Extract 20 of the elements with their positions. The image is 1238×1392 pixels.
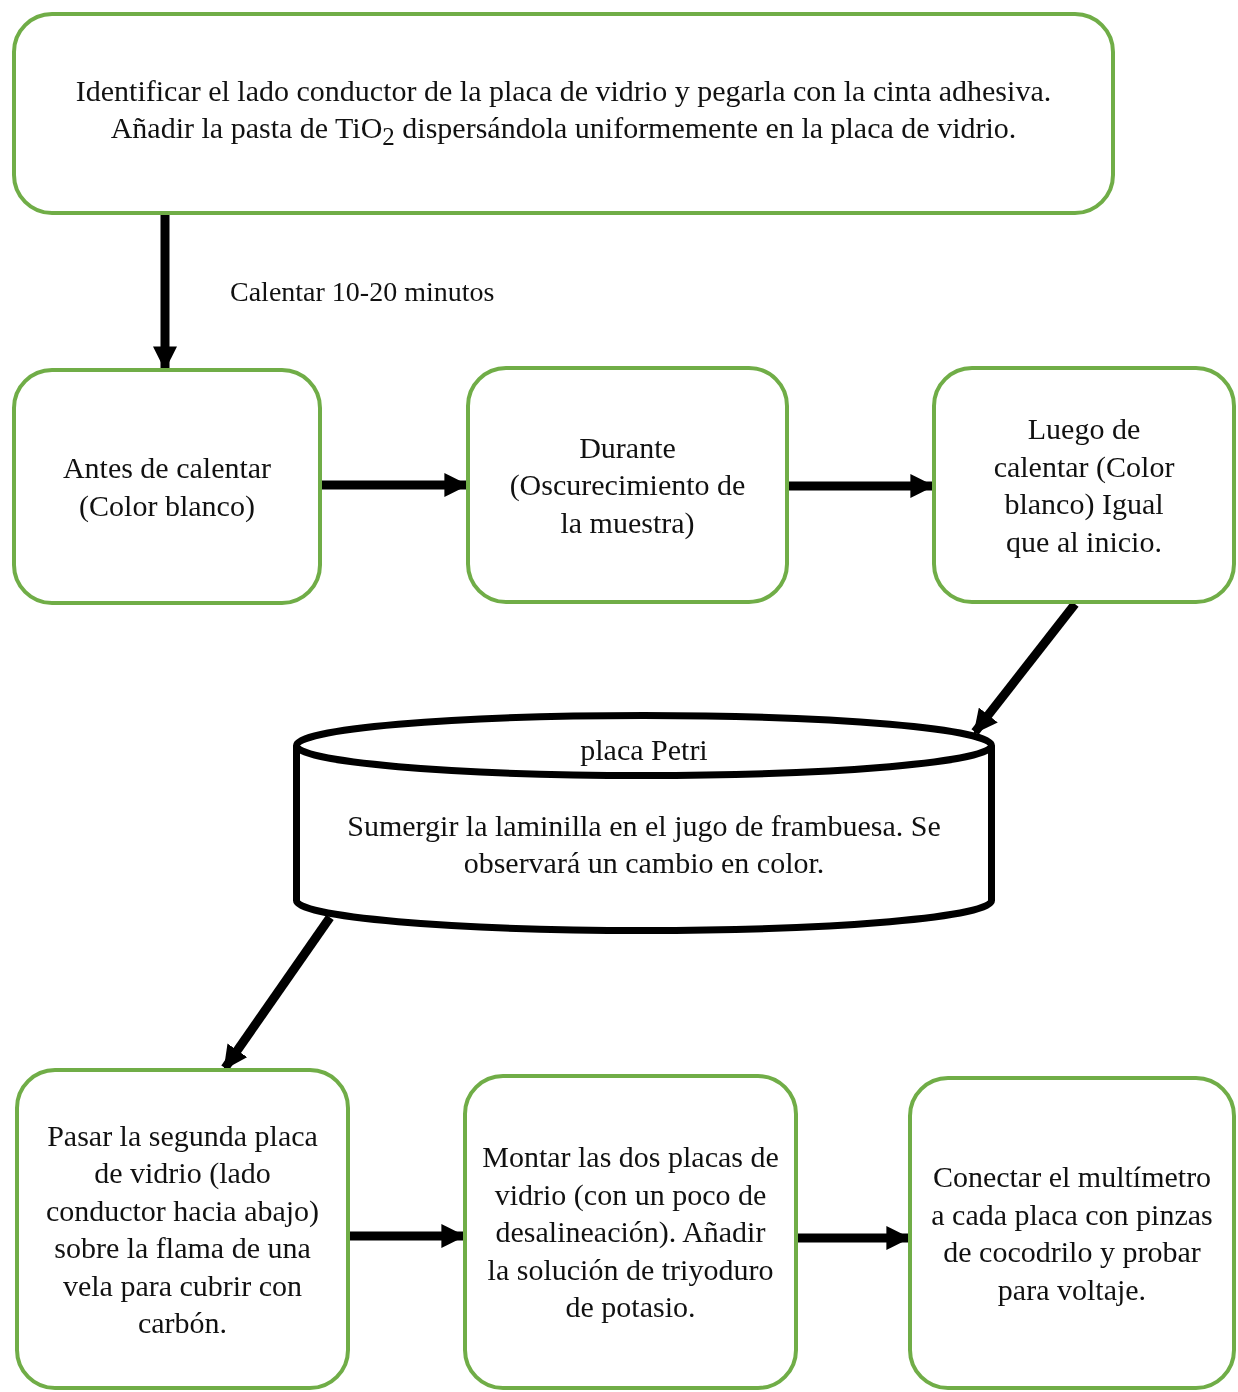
step-text: Antes de calentar (Color blanco) — [61, 450, 273, 524]
step-text: Montar las dos placas de vidrio (con un poco de desalineación). Añadir la solución de triyoduro de potasio. — [481, 1139, 780, 1326]
process-box — [12, 368, 322, 605]
step-text: Sumergir la laminilla en el jugo de frambuesa. Se observará un cambio en color. — [346, 807, 942, 881]
cylinder-title: placa Petri — [579, 732, 709, 769]
step-text: Conectar el multímetro a cada placa con pinzas de cocodrilo y probar para voltaje. — [930, 1159, 1214, 1308]
process-box — [466, 366, 789, 604]
process-box — [15, 1068, 350, 1390]
process-box — [932, 366, 1236, 604]
step-text: Pasar la segunda placa de vidrio (lado conductor hacia abajo) sobre la flama de una vela para cubrir con carbón. — [44, 1117, 321, 1341]
process-box — [463, 1074, 798, 1390]
arrow — [221, 914, 334, 1071]
step-text: Durante (Oscurecimiento de la muestra) — [508, 429, 747, 541]
arrow — [153, 215, 177, 371]
step-text: Identificar el lado conductor de la placa de vidrio y pegarla con la cinta adhesiva. Añadir la pasta de TiO$_{2}$ dispersándola uniformemente en la placa de vidrio. — [74, 72, 1053, 152]
arrow — [971, 601, 1079, 735]
process-box — [908, 1076, 1236, 1390]
cylinder-shape — [293, 712, 995, 934]
process-box — [12, 12, 1115, 215]
step-text: Luego de calentar (Color blanco) Igual que al inicio. — [992, 411, 1176, 560]
